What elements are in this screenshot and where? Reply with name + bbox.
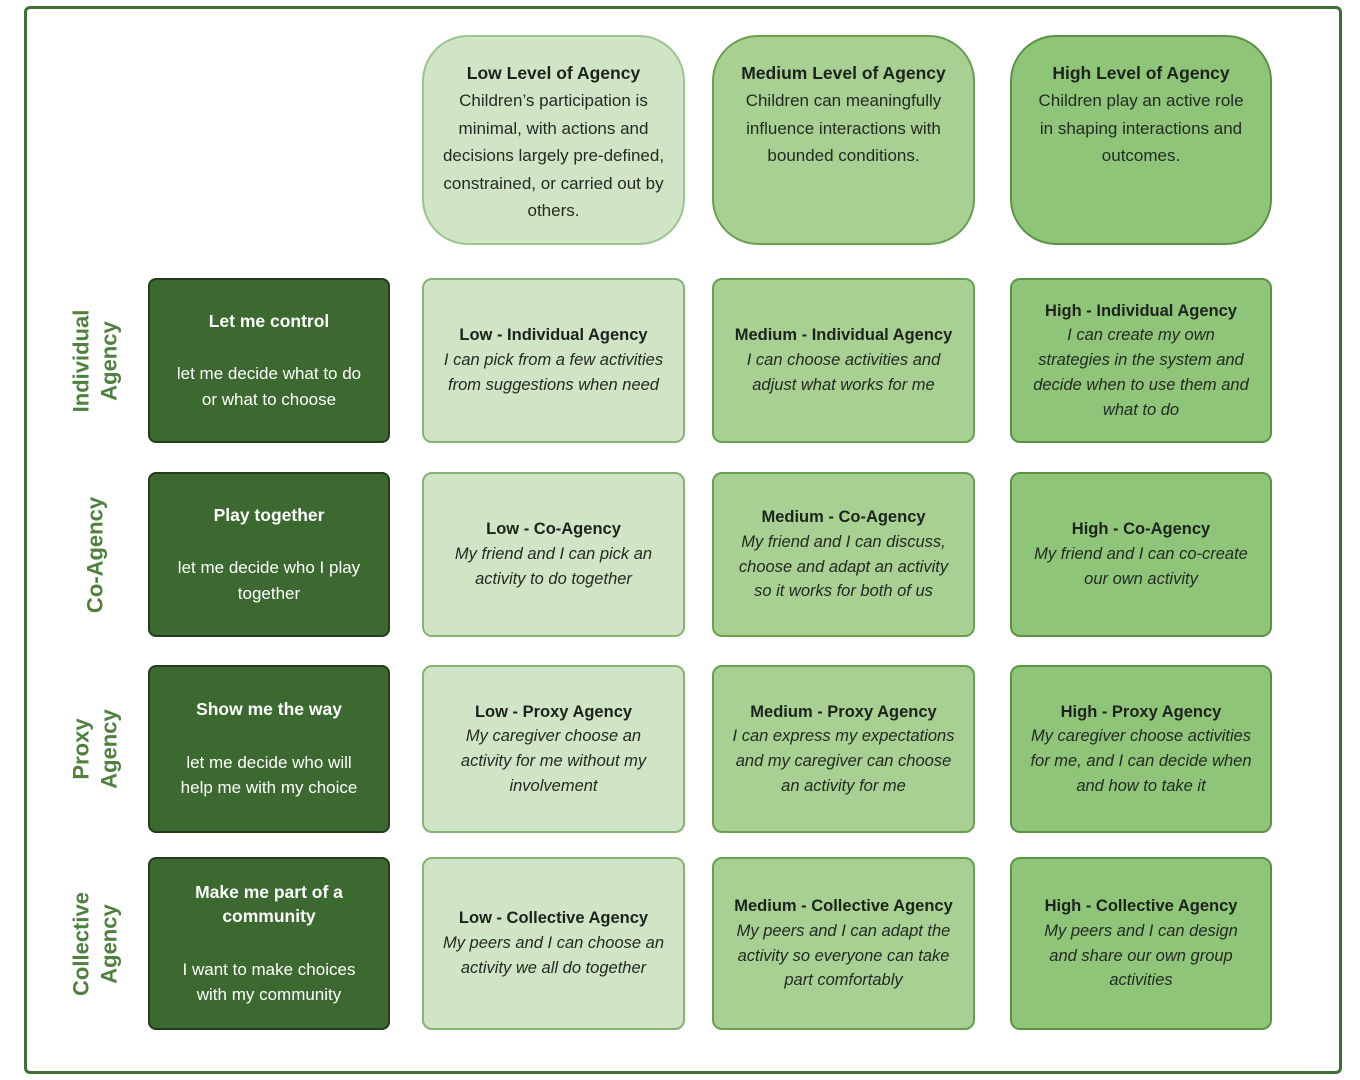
row-label-collective-agency: Collective Agency	[55, 857, 135, 1030]
cell-description: My peers and I can design and share our …	[1044, 921, 1238, 990]
cell-medium-proxy: Medium - Proxy Agency I can express my e…	[712, 665, 975, 833]
cell-high-individual: High - Individual Agency I can create my…	[1010, 278, 1272, 443]
column-header-high: High Level of Agency Children play an ac…	[1010, 35, 1272, 245]
cell-description: My friend and I can co-create our own ac…	[1034, 545, 1248, 588]
row-label-line: Agency	[96, 903, 121, 984]
need-card-title: Make me part of a community	[195, 881, 343, 927]
column-header-description: Children play an active role in shaping …	[1038, 91, 1244, 166]
column-header-title: Medium Level of Agency	[741, 63, 946, 83]
cell-low-proxy: Low - Proxy Agency My caregiver choose a…	[422, 665, 685, 833]
cell-high-proxy: High - Proxy Agency My caregiver choose …	[1010, 665, 1272, 833]
cell-description: My friend and I can pick an activity to …	[454, 545, 653, 588]
cell-medium-collective: Medium - Collective Agency My peers and …	[712, 857, 975, 1030]
cell-title: Medium - Proxy Agency	[750, 702, 937, 721]
need-card-title: Show me the way	[196, 699, 342, 720]
agency-matrix: Low Level of Agency Children’s participa…	[27, 9, 1339, 1030]
cell-high-co-agency: High - Co-Agency My friend and I can co-…	[1010, 472, 1272, 637]
need-card-individual: Let me control let me decide what to do …	[148, 278, 390, 443]
cell-high-collective: High - Collective Agency My peers and I …	[1010, 857, 1272, 1030]
column-header-title: Low Level of Agency	[466, 63, 641, 83]
need-card-description: let me decide what to do or what to choo…	[176, 364, 362, 409]
column-header-description: Children can meaningfully influence inte…	[745, 91, 942, 166]
column-header-title: High Level of Agency	[1052, 63, 1230, 83]
row-label-line: Proxy	[68, 718, 94, 780]
cell-description: My caregiver choose activities for me, a…	[1030, 727, 1252, 795]
column-header-medium: Medium Level of Agency Children can mean…	[712, 35, 975, 245]
cell-title: Medium - Individual Agency	[734, 326, 953, 345]
column-header-description: Children’s participation is minimal, wit…	[442, 91, 665, 221]
row-label-individual-agency: Individual Agency	[55, 278, 135, 443]
cell-description: My caregiver choose an activity for me w…	[460, 727, 647, 795]
cell-description: I can express my expectations and my car…	[732, 727, 955, 795]
row-label-text: Individual Agency	[68, 261, 123, 461]
cell-title: Low - Individual Agency	[459, 326, 648, 345]
row-label-line: Co-Agency	[82, 496, 108, 613]
row-label-text: Co-Agency	[81, 455, 109, 655]
cell-medium-co-agency: Medium - Co-Agency My friend and I can d…	[712, 472, 975, 637]
cell-description: My peers and I can choose an activity we…	[442, 934, 665, 977]
row-label-proxy-agency: Proxy Agency	[55, 665, 135, 833]
cell-low-individual: Low - Individual Agency I can pick from …	[422, 278, 685, 443]
need-card-proxy: Show me the way let me decide who will h…	[148, 665, 390, 833]
cell-medium-individual: Medium - Individual Agency I can choose …	[712, 278, 975, 443]
need-card-title: Let me control	[208, 310, 330, 331]
cell-title: Medium - Collective Agency	[734, 897, 953, 915]
cell-low-collective: Low - Collective Agency My peers and I c…	[422, 857, 685, 1030]
column-header-low: Low Level of Agency Children’s participa…	[422, 35, 685, 245]
cell-description: My friend and I can discuss, choose and …	[738, 532, 949, 601]
cell-title: Low - Proxy Agency	[474, 702, 633, 721]
cell-description: I can choose activities and adjust what …	[746, 351, 941, 394]
cell-low-co-agency: Low - Co-Agency My friend and I can pick…	[422, 472, 685, 637]
cell-title: High - Co-Agency	[1071, 520, 1211, 539]
row-label-text: Proxy Agency	[68, 649, 123, 849]
row-label-line: Agency	[96, 709, 121, 789]
need-card-title: Play together	[213, 504, 325, 525]
cell-title: Medium - Co-Agency	[761, 508, 926, 526]
diagram-frame: Low Level of Agency Children’s participa…	[24, 6, 1342, 1074]
row-label-line: Individual	[68, 309, 94, 412]
cell-description: I can pick from a few activities from su…	[443, 351, 664, 394]
cell-title: High - Individual Agency	[1045, 301, 1237, 320]
cell-description: My peers and I can adapt the activity so…	[736, 921, 951, 990]
row-label-text: Collective Agency	[68, 844, 123, 1044]
need-card-description: let me decide who will help me with my c…	[180, 752, 358, 798]
cell-title: High - Collective Agency	[1044, 897, 1238, 915]
row-label-co-agency: Co-Agency	[55, 472, 135, 637]
need-card-collective: Make me part of a community I want to ma…	[148, 857, 390, 1030]
row-label-line: Agency	[96, 320, 121, 401]
cell-description: I can create my own strategies in the sy…	[1033, 326, 1249, 419]
cell-title: High - Proxy Agency	[1060, 702, 1222, 721]
need-card-description: I want to make choices with my community	[182, 959, 356, 1005]
cell-title: Low - Co-Agency	[486, 520, 621, 539]
need-card-co-agency: Play together let me decide who I play t…	[148, 472, 390, 637]
need-card-description: let me decide who I play together	[177, 558, 361, 603]
row-label-line: Collective	[68, 891, 94, 996]
cell-title: Low - Collective Agency	[458, 909, 649, 928]
